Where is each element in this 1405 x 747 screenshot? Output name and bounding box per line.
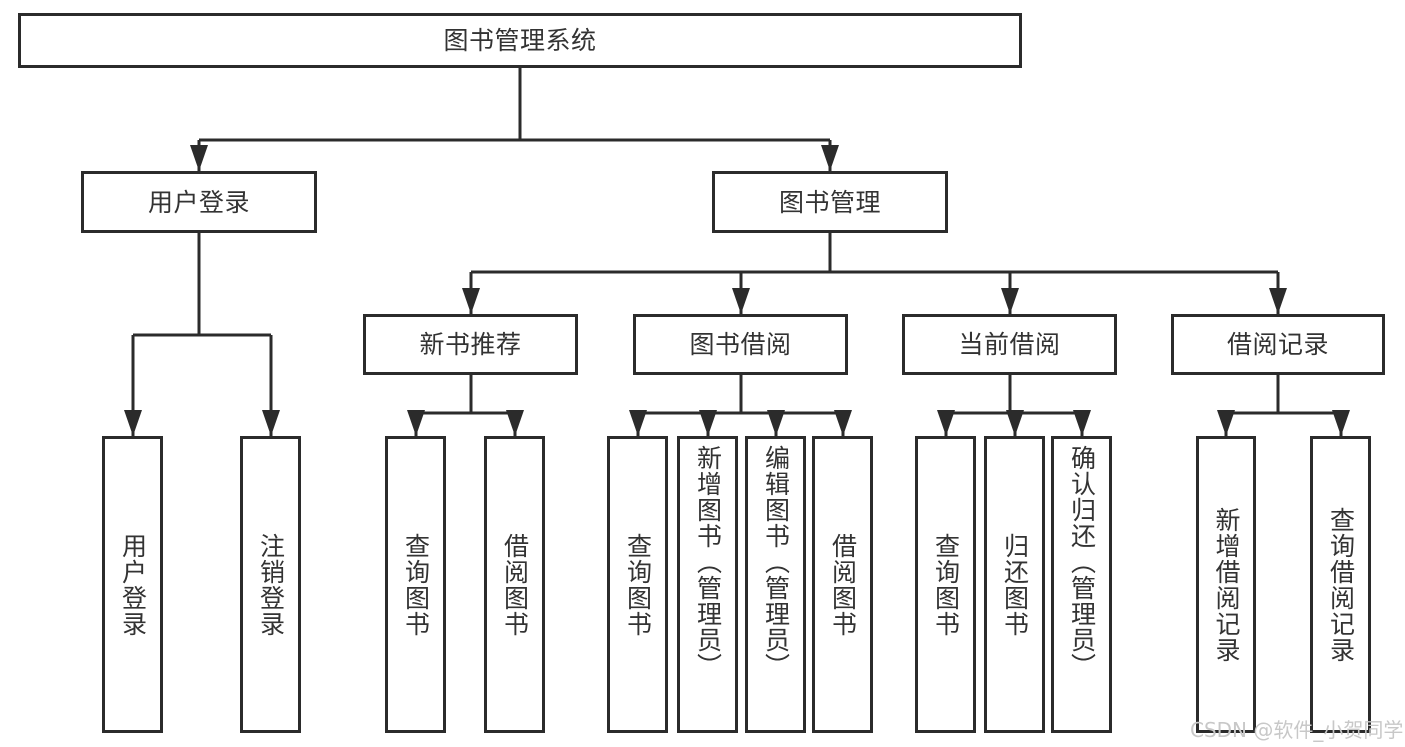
- arrowhead-icon: [506, 410, 524, 436]
- arrowhead-icon: [767, 410, 785, 436]
- arrowhead-icon: [1332, 410, 1350, 436]
- node-user-login[interactable]: 用户登录: [81, 171, 317, 233]
- watermark-text: CSDN @软件_小贺同学: [1190, 718, 1404, 742]
- node-label: 查询图书: [623, 532, 653, 637]
- node-leaf-query-book3[interactable]: 查询图书: [915, 436, 976, 733]
- node-label: 新增图书（管理员）: [693, 445, 723, 679]
- node-label: 确认归还（管理员）: [1067, 445, 1097, 679]
- arrowhead-icon: [190, 145, 208, 171]
- node-leaf-user-login[interactable]: 用户登录: [102, 436, 163, 733]
- arrowhead-icon: [834, 410, 852, 436]
- node-leaf-add-record[interactable]: 新增借阅记录: [1196, 436, 1256, 733]
- node-new-book-rec[interactable]: 新书推荐: [363, 314, 578, 375]
- node-label: 借阅图书: [828, 532, 858, 637]
- node-label: 查询借阅记录: [1326, 506, 1356, 663]
- node-root[interactable]: 图书管理系统: [18, 13, 1022, 68]
- node-label: 注销登录: [256, 532, 286, 637]
- node-label: 图书借阅: [689, 330, 792, 359]
- node-leaf-edit-book[interactable]: 编辑图书（管理员）: [745, 436, 806, 733]
- arrowhead-icon: [1006, 410, 1024, 436]
- arrowhead-icon: [821, 145, 839, 171]
- edge-group: [124, 68, 1350, 436]
- node-leaf-query-book1[interactable]: 查询图书: [385, 436, 446, 733]
- arrowhead-icon: [1269, 288, 1287, 314]
- node-label: 查询图书: [401, 532, 431, 637]
- node-label: 借阅记录: [1226, 330, 1329, 359]
- node-label: 图书管理: [778, 187, 881, 217]
- arrowhead-icon: [124, 410, 142, 436]
- arrowhead-icon: [629, 410, 647, 436]
- arrowhead-icon: [699, 410, 717, 436]
- node-leaf-query-book2[interactable]: 查询图书: [607, 436, 668, 733]
- node-label: 当前借阅: [958, 330, 1061, 359]
- node-label: 归还图书: [1000, 532, 1030, 637]
- node-borrow-record[interactable]: 借阅记录: [1171, 314, 1385, 375]
- arrowhead-icon: [937, 410, 955, 436]
- node-book-manage[interactable]: 图书管理: [712, 171, 948, 233]
- arrowhead-icon: [1217, 410, 1235, 436]
- node-current-borrow[interactable]: 当前借阅: [902, 314, 1117, 375]
- node-book-borrow[interactable]: 图书借阅: [633, 314, 848, 375]
- node-leaf-borrow-book1[interactable]: 借阅图书: [484, 436, 545, 733]
- node-label: 用户登录: [118, 532, 148, 637]
- arrowhead-icon: [462, 288, 480, 314]
- arrowhead-icon: [1073, 410, 1091, 436]
- node-leaf-borrow-book2[interactable]: 借阅图书: [812, 436, 873, 733]
- node-label: 图书管理系统: [443, 26, 597, 55]
- arrowhead-icon: [732, 288, 750, 314]
- arrowhead-icon: [262, 410, 280, 436]
- node-label: 新增借阅记录: [1212, 506, 1241, 663]
- arrowhead-icon: [1001, 288, 1019, 314]
- node-leaf-return-book[interactable]: 归还图书: [984, 436, 1045, 733]
- node-label: 用户登录: [147, 187, 250, 217]
- node-label: 查询图书: [931, 532, 961, 637]
- node-label: 新书推荐: [419, 330, 522, 359]
- node-label: 借阅图书: [500, 532, 530, 637]
- arrowhead-icon: [407, 410, 425, 436]
- node-leaf-confirm-ret[interactable]: 确认归还（管理员）: [1051, 436, 1112, 733]
- node-leaf-add-book[interactable]: 新增图书（管理员）: [677, 436, 738, 733]
- node-label: 编辑图书（管理员）: [761, 445, 791, 679]
- node-leaf-query-record[interactable]: 查询借阅记录: [1310, 436, 1371, 733]
- node-leaf-logout[interactable]: 注销登录: [240, 436, 301, 733]
